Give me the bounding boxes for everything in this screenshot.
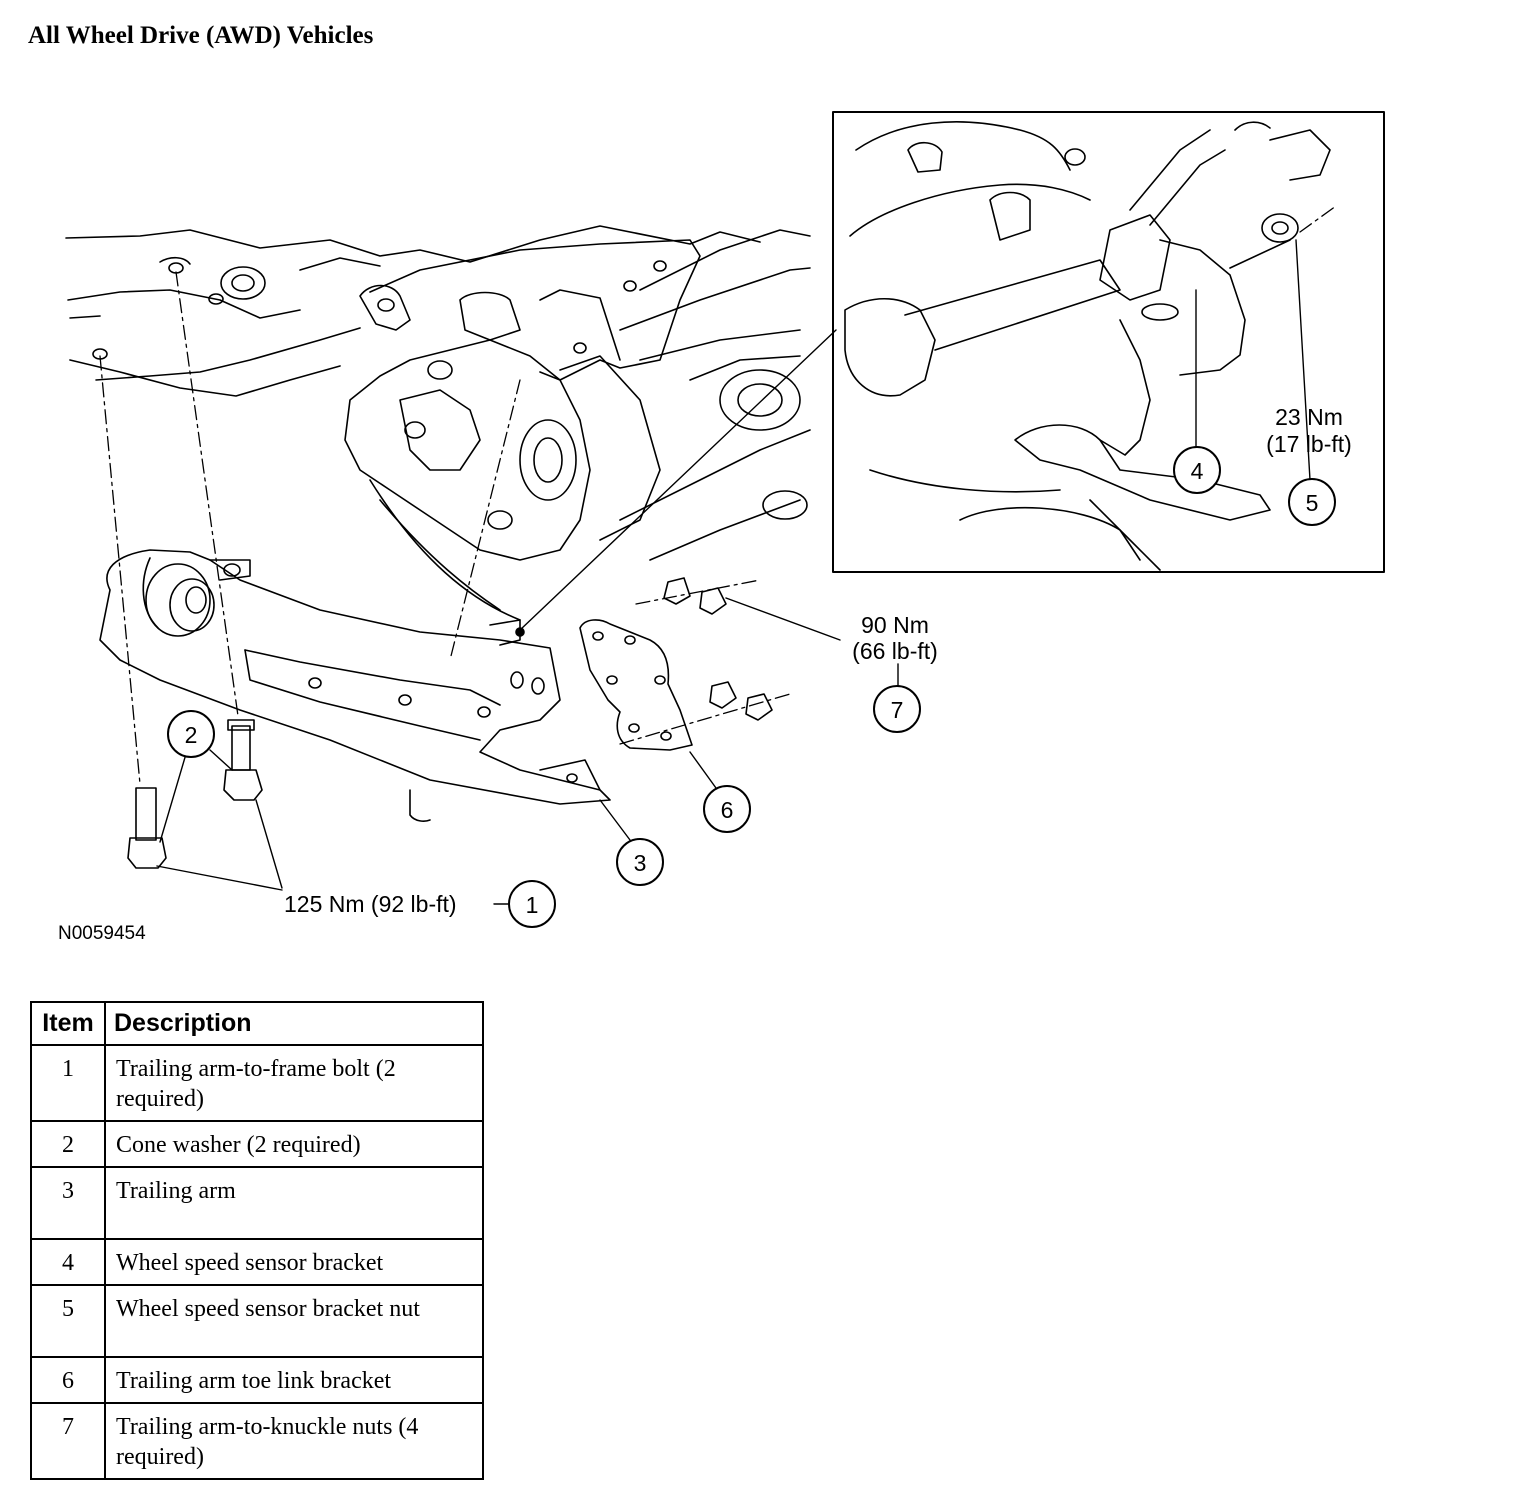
item-description: Trailing arm-to-frame bolt (2 required)	[104, 1044, 484, 1122]
item-description: Wheel speed sensor bracket nut	[104, 1284, 484, 1358]
toe-link-bracket	[579, 619, 693, 751]
callout-number-5: 5	[1306, 490, 1319, 516]
callout-circle-2	[167, 710, 215, 758]
alignment-lines	[99, 205, 1337, 785]
callout-circle-1	[508, 880, 556, 928]
table-row: 3 Trailing arm	[30, 1166, 484, 1240]
callout-circle-5	[1288, 478, 1336, 526]
callout-number-4: 4	[1191, 458, 1204, 484]
table-row: 6 Trailing arm toe link bracket	[30, 1356, 484, 1404]
knuckle-nuts	[663, 577, 773, 721]
table-row: 2 Cone washer (2 required)	[30, 1120, 484, 1168]
detail-inset-frame	[832, 111, 1385, 573]
page-title: All Wheel Drive (AWD) Vehicles	[28, 22, 374, 49]
item-number: 2	[30, 1120, 106, 1168]
leader-lines	[156, 597, 899, 905]
callout-circle-6	[703, 785, 751, 833]
suspension-diagram: 1 2 3 4 5 6 7 125 Nm (92 lb-ft) 23 Nm (1…	[65, 111, 1385, 928]
trailing-arm	[99, 549, 611, 822]
callout-number-3: 3	[634, 850, 647, 876]
table-row: 1 Trailing arm-to-frame bolt (2 required…	[30, 1044, 484, 1122]
table-row: 7 Trailing arm-to-knuckle nuts (4 requir…	[30, 1402, 484, 1480]
bolts-and-washers	[127, 719, 263, 869]
item-number: 3	[30, 1166, 106, 1240]
callout-number-7: 7	[891, 697, 904, 723]
item-description: Trailing arm	[104, 1166, 484, 1240]
torque-label-7-nm: 90 Nm	[861, 612, 929, 638]
callout-number-2: 2	[185, 722, 198, 748]
item-number: 4	[30, 1238, 106, 1286]
table-row: 5 Wheel speed sensor bracket nut	[30, 1284, 484, 1358]
callout-circle-7	[873, 685, 921, 733]
figure-id: N0059454	[58, 923, 146, 944]
torque-label-5-nm: 23 Nm	[1275, 404, 1343, 430]
upper-bracket	[359, 239, 701, 381]
detail-inset	[844, 121, 1331, 571]
parts-table: Item Description 1 Trailing arm-to-frame…	[30, 1001, 484, 1480]
column-header-description: Description	[104, 1001, 484, 1046]
frame-outline	[65, 225, 811, 561]
item-description: Trailing arm-to-knuckle nuts (4 required…	[104, 1402, 484, 1480]
item-description: Wheel speed sensor bracket	[104, 1238, 484, 1286]
item-number: 7	[30, 1402, 106, 1480]
torque-label-1: 125 Nm (92 lb-ft)	[284, 891, 457, 917]
callout-circle-3	[616, 838, 664, 886]
torque-label-7-lbft: (66 lb-ft)	[852, 638, 938, 664]
item-number: 1	[30, 1044, 106, 1122]
torque-label-5-lbft: (17 lb-ft)	[1266, 431, 1352, 457]
item-number: 5	[30, 1284, 106, 1358]
table-header-row: Item Description	[30, 1001, 484, 1046]
callout-number-1: 1	[526, 892, 539, 918]
column-header-item: Item	[30, 1001, 106, 1046]
callout-circle-4	[1173, 446, 1221, 494]
item-description: Trailing arm toe link bracket	[104, 1356, 484, 1404]
knuckle-assembly	[344, 291, 661, 621]
item-number: 6	[30, 1356, 106, 1404]
callout-number-6: 6	[721, 797, 734, 823]
item-description: Cone washer (2 required)	[104, 1120, 484, 1168]
table-row: 4 Wheel speed sensor bracket	[30, 1238, 484, 1286]
